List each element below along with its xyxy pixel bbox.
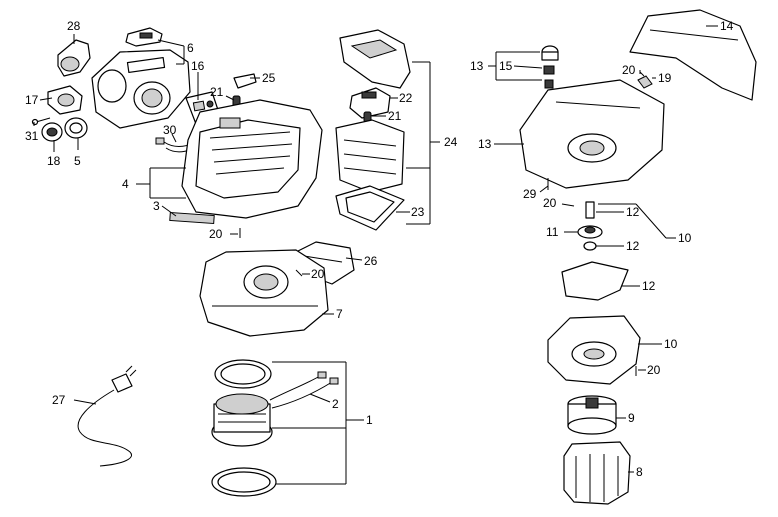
callout-26: 26 bbox=[364, 254, 378, 268]
callout-10-a: 10 bbox=[678, 231, 692, 245]
part-25-clip bbox=[233, 73, 257, 89]
callout-20-c: 20 bbox=[622, 63, 636, 77]
callout-2: 2 bbox=[332, 397, 339, 411]
callout-10-b: 10 bbox=[664, 337, 678, 351]
callout-17: 17 bbox=[25, 93, 39, 107]
part-17-bracket bbox=[47, 85, 83, 115]
part-1-gasket bbox=[214, 359, 272, 389]
part-12-pin bbox=[585, 201, 595, 219]
callout-8: 8 bbox=[636, 465, 643, 479]
callout-21-right: 21 bbox=[388, 109, 402, 123]
callout-20-a: 20 bbox=[209, 227, 223, 241]
part-20-screw-c bbox=[639, 71, 645, 77]
part-19-knob bbox=[637, 75, 653, 89]
part-24-filter-box bbox=[335, 119, 405, 193]
part-28-knob bbox=[57, 39, 91, 77]
callout-9: 9 bbox=[628, 411, 635, 425]
callout-14: 14 bbox=[720, 19, 734, 33]
callout-13-a: 13 bbox=[470, 59, 484, 73]
callout-13-b: 13 bbox=[478, 137, 492, 151]
part-5-ring bbox=[64, 117, 88, 139]
part-23-filter-frame bbox=[335, 185, 405, 231]
part-13-tank-top bbox=[519, 79, 665, 189]
part-7-motor-housing bbox=[199, 249, 329, 337]
callout-20-d: 20 bbox=[647, 363, 661, 377]
callout-29: 29 bbox=[523, 187, 537, 201]
part-4-housing bbox=[181, 99, 323, 219]
callout-6: 6 bbox=[187, 41, 194, 55]
callout-15: 15 bbox=[499, 59, 513, 73]
part-10-float-chamber bbox=[547, 315, 641, 385]
callout-24: 24 bbox=[444, 135, 458, 149]
callout-7: 7 bbox=[336, 307, 343, 321]
callout-12-b: 12 bbox=[626, 239, 640, 253]
callout-23: 23 bbox=[411, 205, 425, 219]
callout-18: 18 bbox=[47, 154, 61, 168]
part-27-power-cord bbox=[77, 365, 137, 467]
part-12-membrane bbox=[561, 261, 629, 301]
callout-20-e: 20 bbox=[543, 196, 557, 210]
part-24-filter-cover bbox=[339, 29, 411, 89]
part-15-caps bbox=[541, 45, 559, 89]
callout-11: 11 bbox=[546, 225, 559, 239]
part-12-nut bbox=[583, 241, 597, 251]
callout-12-c: 12 bbox=[642, 279, 656, 293]
part-1-ring-bottom bbox=[211, 467, 277, 497]
callout-31: 31 bbox=[25, 129, 39, 143]
callout-12-a: 12 bbox=[626, 205, 640, 219]
callout-28: 28 bbox=[67, 19, 81, 33]
callout-5: 5 bbox=[74, 154, 81, 168]
callout-1: 1 bbox=[366, 413, 373, 427]
leader-lines bbox=[33, 25, 718, 485]
part-18-knob bbox=[41, 122, 63, 142]
part-8-basket bbox=[563, 441, 631, 505]
callout-25: 25 bbox=[262, 71, 276, 85]
part-11-valve bbox=[577, 225, 603, 239]
part-6-control-panel bbox=[91, 27, 191, 129]
part-31-screw bbox=[31, 117, 51, 126]
callout-16: 16 bbox=[191, 59, 205, 73]
callout-27: 27 bbox=[52, 393, 66, 407]
callout-3: 3 bbox=[153, 199, 160, 213]
part-1-motor bbox=[211, 393, 273, 447]
callout-21-left: 21 bbox=[210, 85, 224, 99]
callout-labels: 28 6 16 25 21 17 31 18 5 30 4 3 20 22 21… bbox=[25, 19, 734, 479]
callout-22: 22 bbox=[399, 91, 413, 105]
callout-20-b: 20 bbox=[311, 267, 325, 281]
callout-4: 4 bbox=[122, 177, 129, 191]
part-14-lid bbox=[629, 9, 757, 101]
part-20-screw-b bbox=[295, 269, 303, 277]
callout-30: 30 bbox=[163, 123, 177, 137]
part-9-filter bbox=[567, 395, 617, 435]
part-3-label bbox=[169, 211, 215, 225]
part-2-wiring bbox=[269, 371, 339, 409]
part-22-filter-holder bbox=[349, 87, 391, 119]
callout-19: 19 bbox=[658, 71, 672, 85]
